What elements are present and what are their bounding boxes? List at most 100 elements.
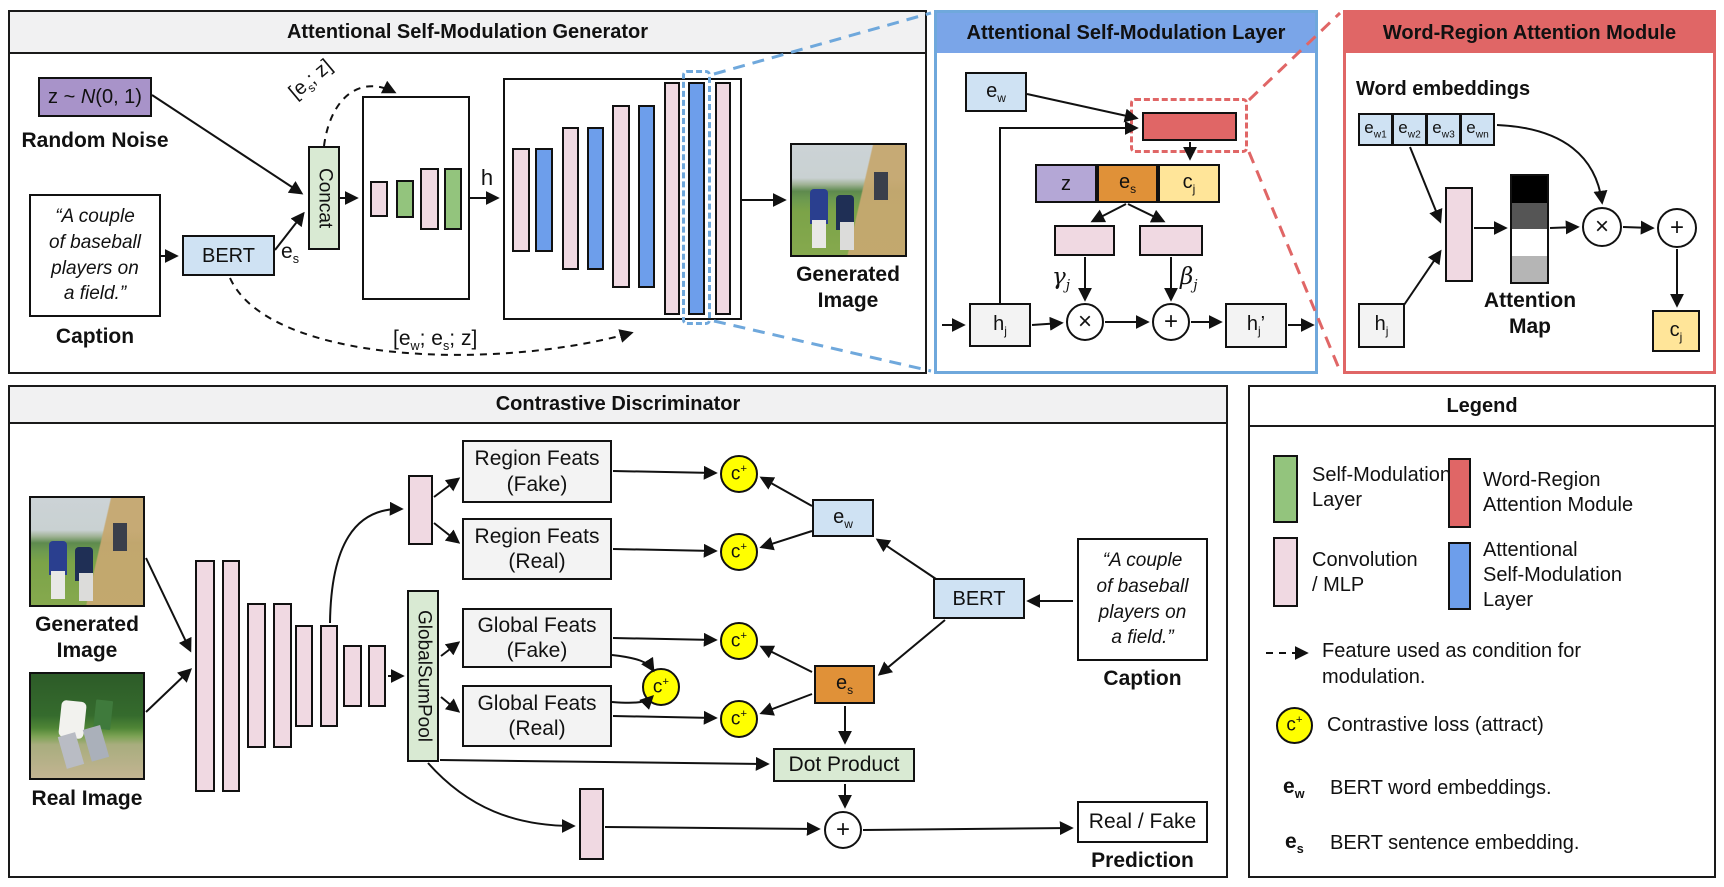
conv-bar: [295, 625, 313, 727]
word-embedding-cell: ew3: [1426, 113, 1461, 146]
discriminator-panel-title: Contrastive Discriminator: [10, 387, 1226, 424]
legend-swatch-attentional: [1448, 542, 1471, 610]
prediction-label: Prediction: [1091, 849, 1194, 872]
conv-bar: [368, 645, 386, 707]
random-noise-label: Random Noise: [21, 129, 169, 152]
word-embedding-cell: ewn: [1460, 113, 1495, 146]
self-modulation-bar: [396, 180, 414, 218]
dot-product-box: Dot Product: [773, 748, 915, 782]
word-embeddings-label: Word embeddings: [1356, 78, 1531, 100]
contrastive-loss-node: c+: [720, 622, 758, 660]
legend-es-note: BERT sentence embedding.: [1330, 832, 1580, 854]
legend-label-attentional: Attentional Self-Modulation Layer: [1483, 539, 1622, 611]
attentional-self-modulation-bar: [638, 105, 655, 288]
global-sum-pool-box: GlobalSumPool: [407, 590, 439, 762]
wra-cj-box: cj: [1652, 310, 1700, 352]
concat-box: Concat: [308, 146, 340, 250]
word-embedding-cell: ew2: [1392, 113, 1427, 146]
wra-add-op: +: [1657, 208, 1697, 248]
region-feats-fake-box: Region Feats (Fake): [462, 440, 612, 503]
conv-bar: [273, 603, 292, 748]
conv-bar: [320, 625, 338, 727]
conv-bar: [222, 560, 240, 792]
conv-bar: [420, 168, 439, 230]
attention-map-cell-black: [1512, 176, 1547, 203]
asm-gamma-mlp-bar: [1054, 225, 1115, 256]
attention-map-label: Attention Map: [1483, 288, 1577, 338]
caption-label: Caption: [55, 325, 135, 348]
beta-label: βj: [1180, 264, 1198, 294]
attentional-self-modulation-bar-highlighted: [688, 82, 705, 315]
attention-map: [1510, 174, 1549, 284]
noise-formula: z ~ N(0, 1): [48, 86, 142, 108]
attention-map-cell-darkgray: [1512, 202, 1547, 229]
real-fake-box: Real / Fake: [1077, 801, 1208, 843]
conv-bar: [664, 82, 680, 315]
asm-multiply-op: ×: [1066, 303, 1104, 341]
contrastive-loss-node: c+: [720, 700, 758, 738]
asm-hj-out-box: hj’: [1225, 303, 1287, 348]
asm-es-segment: es: [1097, 164, 1158, 203]
contrastive-loss-node: c+: [720, 455, 758, 493]
attentional-self-modulation-bar: [535, 148, 553, 252]
asm-layer-panel-title: Attentional Self-Modulation Layer: [937, 13, 1315, 53]
real-image-label: Real Image: [31, 787, 143, 810]
wra-hj-box: hj: [1358, 303, 1405, 348]
asm-cj-segment: cj: [1158, 164, 1220, 203]
ewesz-condition-label: [ew; es; z]: [393, 327, 478, 354]
asm-ew-box: ew: [965, 72, 1027, 112]
random-noise-box: z ~ N(0, 1): [38, 77, 152, 117]
legend-dashed-note: Feature used as condition for modulation…: [1322, 640, 1582, 688]
asm-z-segment: z: [1035, 164, 1097, 203]
generated-image-label: Generated Image: [796, 262, 900, 312]
conv-bar: [612, 105, 630, 288]
discriminator-panel: Contrastive Discriminator: [8, 385, 1228, 878]
wra-module-panel-title: Word-Region Attention Module: [1346, 13, 1713, 53]
legend-contrastive-note: Contrastive loss (attract): [1327, 714, 1544, 736]
wra-module-zoom-highlight: [1130, 98, 1248, 153]
legend-title: Legend: [1250, 387, 1714, 427]
gamma-label: γj: [1052, 264, 1071, 294]
region-feature-bar: [408, 475, 433, 545]
wra-mlp-bar: [1445, 187, 1473, 282]
asm-word-region-attention-bar: [1142, 112, 1237, 141]
conv-bar: [343, 645, 362, 707]
word-embedding-cell: ew1: [1358, 113, 1393, 146]
contrastive-loss-node: c+: [642, 668, 680, 706]
asm-layer-zoom-highlight: [682, 70, 711, 325]
legend-panel: Legend: [1248, 385, 1716, 878]
hidden-feature-label: h: [480, 165, 494, 190]
attention-map-cell-lightgray: [1512, 255, 1547, 282]
asm-beta-mlp-bar: [1139, 225, 1203, 256]
disc-es-box: es: [814, 665, 875, 704]
unconditional-mlp-bar: [579, 788, 604, 860]
legend-ew-note: BERT word embeddings.: [1330, 777, 1552, 799]
contrastive-loss-node: c+: [720, 533, 758, 571]
self-modulation-bar: [444, 168, 462, 230]
disc-ew-box: ew: [812, 499, 874, 537]
asm-hj-box: hj: [969, 303, 1031, 347]
legend-ew-symbol: ew: [1283, 775, 1305, 802]
discriminator-generated-image-photo: [29, 496, 145, 607]
legend-label-convolution: Convolution / MLP: [1312, 549, 1418, 596]
caption-box: “A couple of baseball players on a field…: [29, 194, 161, 317]
attention-map-cell-white: [1512, 229, 1547, 256]
real-image-photo: [29, 672, 145, 780]
legend-swatch-self-modulation: [1273, 455, 1298, 523]
asm-add-op: +: [1152, 303, 1190, 341]
conv-bar: [512, 148, 530, 252]
conv-bar: [370, 181, 388, 217]
conv-bar: [195, 560, 215, 792]
legend-label-word-region: Word-Region Attention Module: [1483, 469, 1634, 516]
legend-swatch-word-region: [1448, 458, 1471, 528]
conv-bar: [562, 127, 579, 270]
region-feats-real-box: Region Feats (Real): [462, 518, 612, 580]
es-arrow-label: es: [281, 240, 299, 267]
legend-label-self-modulation: Self-Modulation Layer: [1312, 464, 1451, 511]
legend-es-symbol: es: [1285, 830, 1304, 857]
generated-image-photo: [790, 143, 907, 257]
bert-box: BERT: [182, 235, 275, 276]
global-feats-real-box: Global Feats (Real): [462, 685, 612, 747]
disc-caption-label: Caption: [1103, 667, 1182, 690]
